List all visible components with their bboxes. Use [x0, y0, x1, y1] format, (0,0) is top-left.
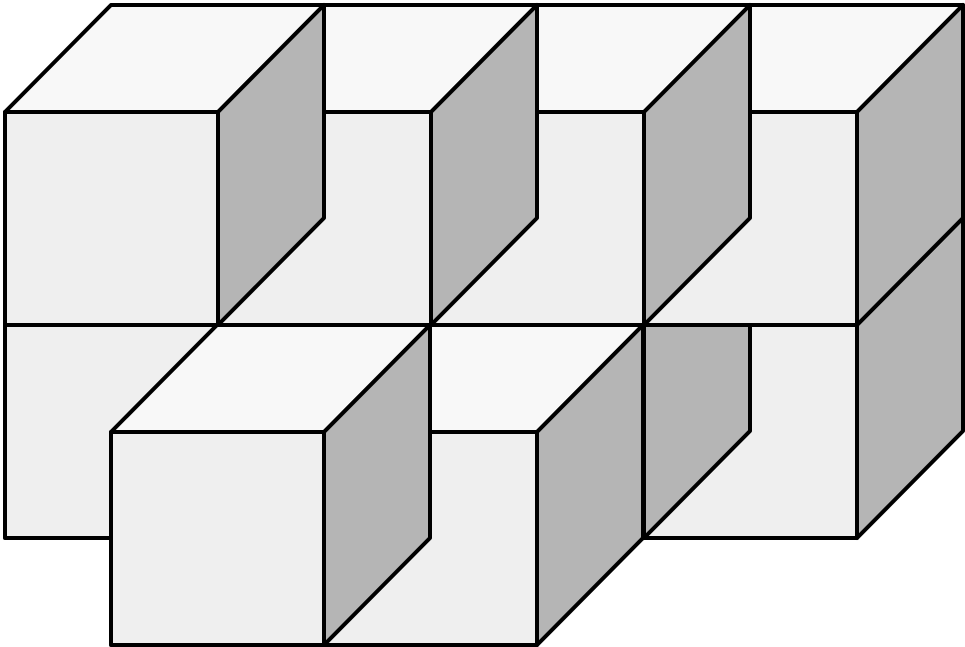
- cube-stack: [3, 3, 965, 647]
- cube-front-face-8: [3, 110, 220, 327]
- cube-front-face-10: [109, 430, 326, 647]
